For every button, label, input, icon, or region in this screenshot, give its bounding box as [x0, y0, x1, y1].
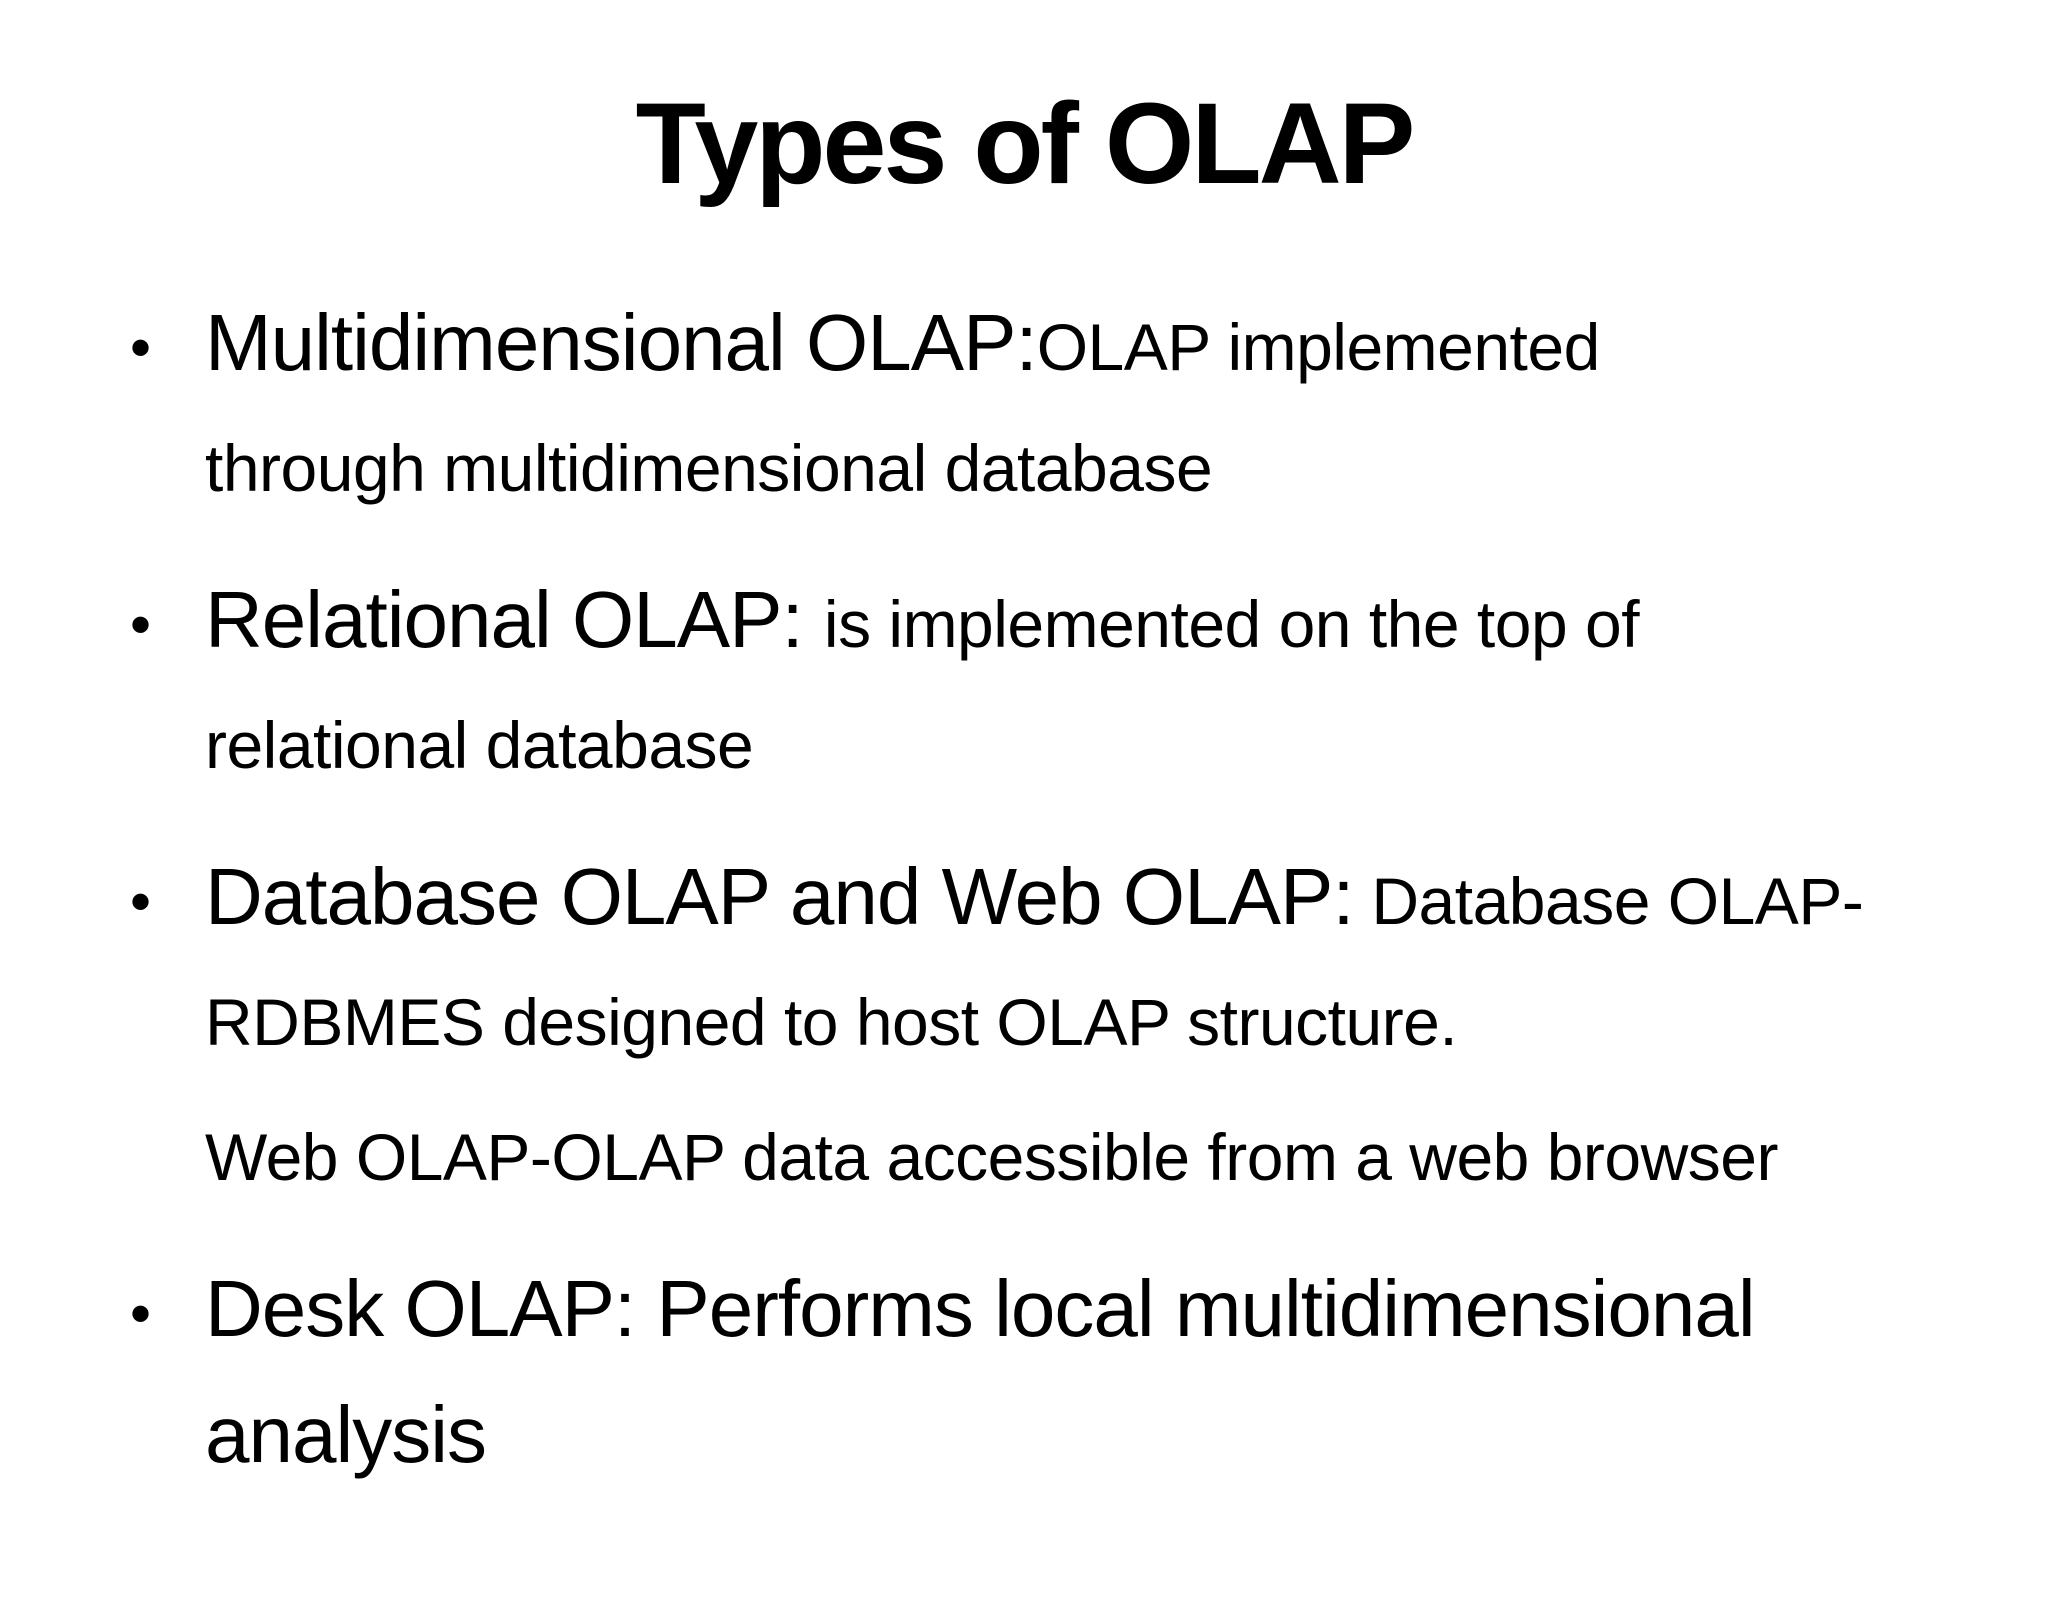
bullet-line: relational database: [205, 694, 2018, 815]
bullet-list: • Multidimensional OLAP:OLAP implemented t…: [130, 291, 2018, 1509]
text-segment-lg: Relational OLAP:: [205, 575, 824, 664]
bullet-item: • Desk OLAP: Performs local multidimensio…: [130, 1257, 2018, 1509]
text-segment-lg: Desk OLAP: Performs local multidimension…: [205, 1264, 1756, 1353]
bullet-item: • Relational OLAP: is implemented on the …: [130, 568, 2018, 815]
text-segment-sm: Web OLAP-OLAP data accessible from a web…: [205, 1120, 1778, 1194]
bullet-line: Relational OLAP: is implemented on the t…: [205, 568, 2018, 694]
bullet-text: Relational OLAP: is implemented on the t…: [205, 568, 2018, 815]
text-segment-sm: is implemented on the top of: [823, 587, 1640, 661]
text-segment-lg: Multidimensional OLAP:: [205, 298, 1038, 387]
bullet-text: Multidimensional OLAP:OLAP implemented th…: [205, 291, 2018, 538]
bullet-line: Desk OLAP: Performs local multidimension…: [205, 1257, 2018, 1383]
text-segment-sm: through multidimensional database: [205, 431, 1213, 505]
bullet-line: through multidimensional database: [205, 417, 2018, 538]
bullet-text: Database OLAP and Web OLAP: Database OLA…: [205, 845, 2018, 1227]
bullet-line: Multidimensional OLAP:OLAP implemented: [205, 291, 2018, 417]
bullet-marker-icon: •: [130, 591, 152, 658]
bullet-item: • Database OLAP and Web OLAP: Database OL…: [130, 845, 2018, 1227]
bullet-marker-icon: •: [130, 314, 152, 381]
bullet-text: Desk OLAP: Performs local multidimension…: [205, 1257, 2018, 1509]
text-segment-sm: Database OLAP-: [1353, 864, 1864, 938]
slide-title: Types of OLAP: [635, 80, 1416, 208]
bullet-item: • Multidimensional OLAP:OLAP implemented t…: [130, 291, 2018, 538]
bullet-line: Web OLAP-OLAP data accessible from a web…: [205, 1106, 2018, 1227]
bullet-marker-icon: •: [130, 868, 152, 935]
text-segment-sm: RDBMES designed to host OLAP structure.: [205, 985, 1458, 1059]
bullet-marker-icon: •: [130, 1280, 152, 1347]
slide: Types of OLAP • Multidimensional OLAP:OLA…: [0, 75, 2048, 1611]
bullet-line: Database OLAP and Web OLAP: Database OLA…: [205, 845, 2018, 971]
text-segment-sm: OLAP implemented: [1036, 310, 1601, 384]
text-segment-sm: relational database: [205, 708, 754, 782]
bullet-line: analysis: [205, 1383, 2018, 1509]
text-segment-lg: Database OLAP and Web OLAP:: [205, 852, 1355, 941]
text-segment-lg: analysis: [205, 1390, 487, 1479]
bullet-line: RDBMES designed to host OLAP structure.: [205, 971, 2018, 1092]
